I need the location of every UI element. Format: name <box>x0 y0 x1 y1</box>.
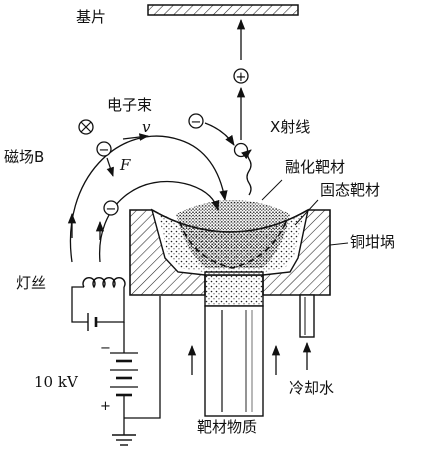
positive-ion-symbol <box>233 68 249 84</box>
label-copper-crucible: 铜坩埚 <box>350 233 396 251</box>
label-xray: X射线 <box>270 118 311 136</box>
electron-symbol-beam <box>96 141 112 157</box>
electron-sign-right: − <box>191 115 202 130</box>
label-target-material: 靶材物质 <box>197 418 258 436</box>
positive-ion-sign: + <box>236 70 247 85</box>
velocity-arrow <box>122 133 149 141</box>
label-voltage: 10 kV <box>34 373 78 391</box>
electron-beam-inner <box>99 180 220 263</box>
label-velocity: v <box>142 118 151 136</box>
vapor-particle <box>233 142 249 158</box>
circuit-wire-left <box>71 286 88 323</box>
label-plus-terminal: + <box>100 399 111 414</box>
label-force: F <box>120 156 131 174</box>
substrate-plate <box>147 4 299 16</box>
target-rod-top <box>204 271 264 307</box>
molten-target <box>176 200 290 268</box>
electron-sign-lower: − <box>106 202 117 217</box>
label-substrate: 基片 <box>76 8 107 26</box>
electron-path-right <box>204 122 235 146</box>
leader-crucible <box>329 242 349 246</box>
electron-symbol-right <box>188 113 204 129</box>
label-molten-target: 融化靶材 <box>285 158 346 176</box>
label-solid-target: 固态靶材 <box>320 181 381 199</box>
magnetic-field-cross-b <box>80 121 92 133</box>
electron-beam-outer <box>69 135 228 263</box>
leader-solid <box>294 199 319 226</box>
label-minus-terminal: − <box>100 341 111 356</box>
electron-symbol-lower <box>103 200 119 216</box>
cooling-pipe <box>299 294 315 338</box>
label-electron-beam: 电子束 <box>107 96 153 114</box>
label-magnetic-field: 磁场B <box>4 148 45 166</box>
electron-sign-beam: − <box>99 143 110 158</box>
leader-molten <box>261 179 283 201</box>
circuit-wire-right <box>96 287 125 323</box>
crucible-wire <box>124 296 161 419</box>
filament-coil <box>82 277 126 289</box>
melt-boundary <box>179 221 287 269</box>
force-arrow <box>106 157 114 177</box>
xray-wave <box>241 149 252 196</box>
label-filament: 灯丝 <box>16 274 47 292</box>
label-cooling-water: 冷却水 <box>289 379 335 397</box>
target-rod <box>204 305 264 417</box>
